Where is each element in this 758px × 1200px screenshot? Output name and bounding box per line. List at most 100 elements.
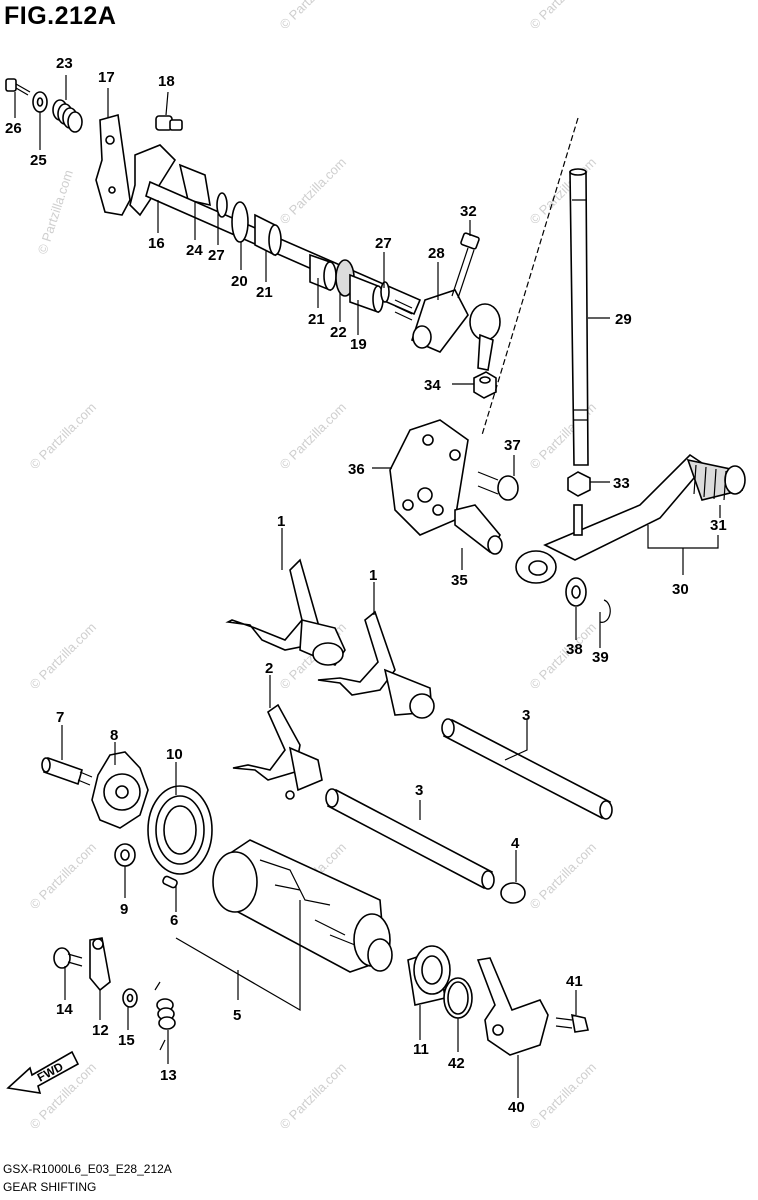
part-3-fork-shaft-2	[325, 788, 495, 890]
callout-39: 39	[592, 649, 609, 666]
callout-31: 31	[710, 517, 727, 534]
callout-8: 8	[110, 727, 118, 744]
callout-36: 36	[348, 461, 365, 478]
part-41-bolt	[555, 1013, 589, 1033]
callout-38: 38	[566, 641, 583, 658]
leader-lines	[14, 75, 721, 1098]
part-27-clip	[380, 281, 390, 303]
part-35-stud	[454, 504, 503, 555]
part-13-spring	[154, 981, 176, 1051]
callout-10: 10	[166, 746, 183, 763]
callout-23: 23	[56, 55, 73, 72]
svg-text:© Partzilla.com: © Partzilla.com	[277, 0, 350, 32]
callout-22: 22	[330, 324, 347, 341]
callout-30: 30	[672, 581, 689, 598]
part-21-bushing	[254, 213, 282, 257]
callout-42: 42	[448, 1055, 465, 1072]
callout-41: 41	[566, 973, 583, 990]
callout-20: 20	[231, 273, 248, 290]
part-1-shift-fork	[225, 558, 346, 666]
callout-25: 25	[30, 152, 47, 169]
callout-24: 24	[186, 242, 203, 259]
part-5-shift-drum	[212, 839, 393, 973]
callout-labels: 1 1 2 3 3 4 5 6 7 8 9 10 11 12 13 14 15 …	[5, 55, 727, 1116]
svg-text:© Partzilla.com: © Partzilla.com	[27, 400, 100, 473]
svg-text:© Partzilla.com: © Partzilla.com	[27, 620, 100, 693]
callout-4: 4	[511, 835, 520, 852]
part-14-bolt	[53, 947, 83, 969]
callout-1: 1	[369, 567, 377, 584]
callout-21: 21	[256, 284, 273, 301]
part-6-pin	[162, 875, 178, 889]
part-23-spring	[52, 99, 83, 133]
callout-3: 3	[415, 782, 423, 799]
callout-13: 13	[160, 1067, 177, 1084]
callout-9: 9	[120, 901, 128, 918]
svg-text:© Partzilla.com: © Partzilla.com	[277, 1060, 350, 1133]
callout-35: 35	[451, 572, 468, 589]
svg-text:© Partzilla.com: © Partzilla.com	[27, 840, 100, 913]
callout-33: 33	[613, 475, 630, 492]
leader-30	[647, 525, 719, 575]
diagram-code: GSX-R1000L6_E03_E28_212A	[3, 1162, 172, 1176]
callout-5: 5	[233, 1007, 241, 1024]
part-8-cam-plate	[91, 751, 149, 829]
part-39-clip	[599, 599, 611, 623]
callout-34: 34	[424, 377, 441, 394]
part-3-fork-shaft	[441, 718, 613, 820]
callout-28: 28	[428, 245, 445, 262]
callout-7: 7	[56, 709, 64, 726]
part-40-sensor	[476, 957, 549, 1056]
part-7-pin	[41, 756, 93, 786]
svg-text:© Partzilla.com: © Partzilla.com	[527, 840, 600, 913]
part-24-collar	[178, 163, 211, 207]
svg-text:© Partzilla.com: © Partzilla.com	[527, 155, 600, 228]
callout-6: 6	[170, 912, 178, 929]
callout-29: 29	[615, 311, 632, 328]
figure-title: FIG.212A	[4, 2, 117, 30]
part-28-clamp	[411, 289, 501, 371]
part-26-screw	[5, 78, 31, 96]
part-12-stopper	[89, 937, 111, 992]
callout-37: 37	[504, 437, 521, 454]
part-21-bushing-2	[309, 253, 337, 292]
callout-32: 32	[460, 203, 477, 220]
part-29-rod	[569, 168, 589, 466]
svg-text:© Partzilla.com: © Partzilla.com	[527, 620, 600, 693]
part-30-shift-lever	[515, 453, 707, 584]
callout-26: 26	[5, 120, 22, 137]
callout-11: 11	[413, 1041, 429, 1058]
callout-16: 16	[148, 235, 165, 252]
svg-text:© Partzilla.com: © Partzilla.com	[277, 155, 350, 228]
callout-15: 15	[118, 1032, 135, 1049]
part-1-shift-fork-2	[317, 610, 435, 719]
callout-2: 2	[265, 660, 273, 677]
leader-29	[481, 117, 579, 436]
callout-3: 3	[522, 707, 530, 724]
shift-shaft-assembly	[5, 78, 501, 399]
part-36-bracket	[389, 419, 469, 536]
part-10-bearing	[147, 785, 213, 875]
part-20-washer	[231, 201, 249, 243]
callout-19: 19	[350, 336, 367, 353]
part-18-bolt	[155, 115, 183, 131]
svg-text:© Partzilla.com: © Partzilla.com	[527, 1060, 600, 1133]
part-4-plug	[500, 882, 526, 904]
callout-21: 21	[308, 311, 325, 328]
part-37-bolt	[477, 471, 519, 501]
callout-27: 27	[208, 247, 225, 264]
part-31-rubber-pedal	[686, 458, 746, 501]
callout-17: 17	[98, 69, 115, 86]
part-32-bolt	[451, 232, 480, 299]
part-16-shift-arm	[129, 144, 177, 217]
diagram-name: GEAR SHIFTING	[3, 1180, 97, 1194]
callout-40: 40	[508, 1099, 525, 1116]
part-34-nut	[473, 371, 497, 399]
part-33-nut	[567, 471, 591, 497]
svg-text:© Partzilla.com: © Partzilla.com	[35, 168, 76, 256]
callout-18: 18	[158, 73, 175, 90]
callout-14: 14	[56, 1001, 73, 1018]
callout-12: 12	[92, 1022, 109, 1039]
part-17-plate	[95, 113, 131, 216]
